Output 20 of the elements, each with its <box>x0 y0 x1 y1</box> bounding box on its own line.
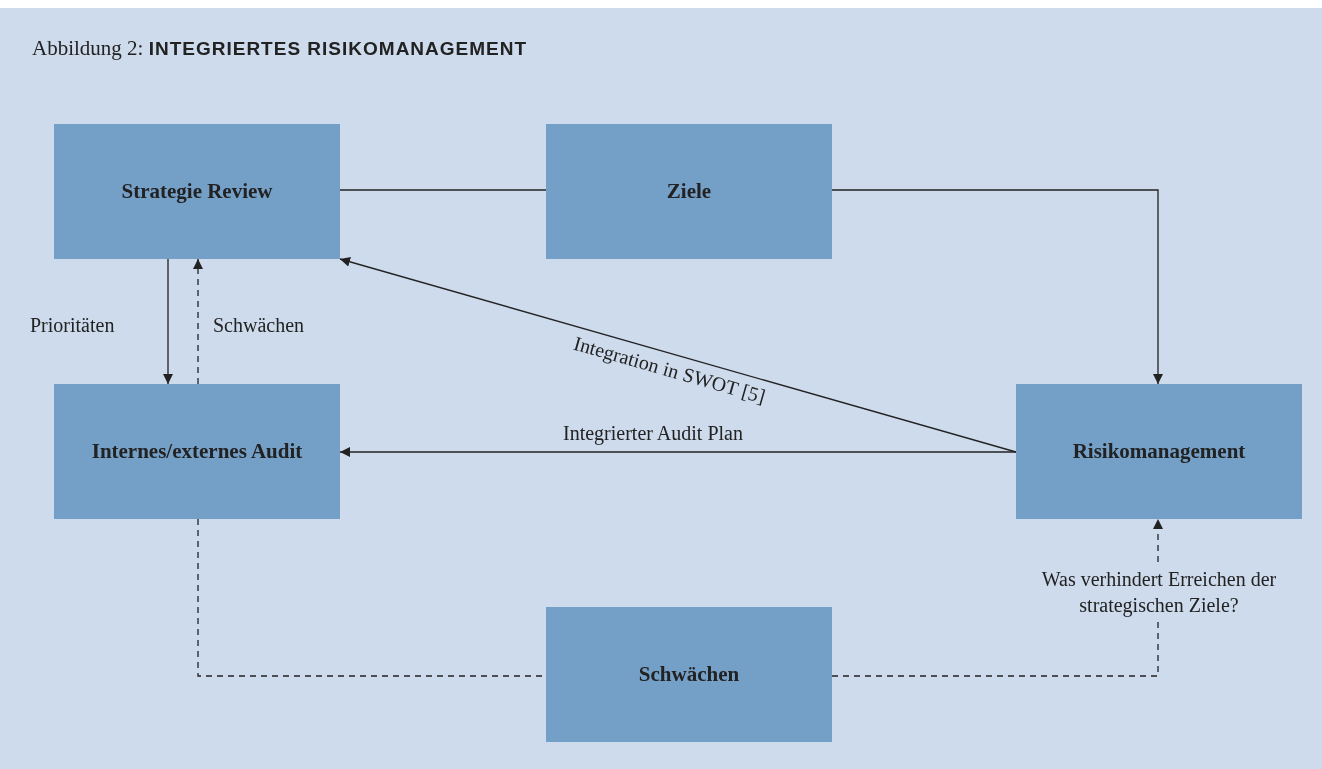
box-label: Strategie Review <box>121 178 273 206</box>
arrow <box>193 258 203 385</box>
edge-label: Prioritäten <box>30 313 115 338</box>
process-box <box>1016 384 1302 519</box>
arrow <box>339 447 1017 457</box>
arrow <box>831 518 1163 677</box>
box-label: Ziele <box>666 178 712 206</box>
process-box <box>54 384 340 519</box>
box-label: Schwächen <box>638 661 740 689</box>
process-box <box>546 607 832 742</box>
box-label: Internes/externes Audit <box>91 438 303 466</box>
arrow <box>163 258 173 385</box>
figure-title: Abbildung 2: INTEGRIERTES RISIKOMANAGEMENT <box>32 36 528 61</box>
connector-line <box>339 189 547 191</box>
arrow <box>831 189 1163 385</box>
edge-label: Schwächen <box>213 313 305 338</box>
edge-label: Integrierter Audit Plan <box>563 421 743 446</box>
box-label: Risikomanagement <box>1072 438 1246 466</box>
process-box <box>54 124 340 259</box>
process-box <box>546 124 832 259</box>
